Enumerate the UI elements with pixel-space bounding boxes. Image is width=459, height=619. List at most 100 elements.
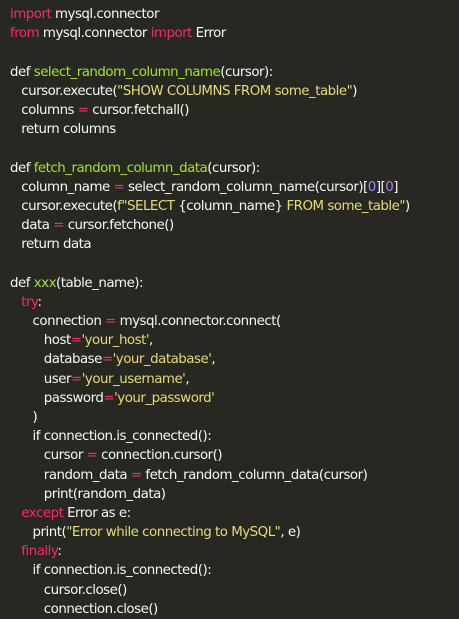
code-token: data bbox=[10, 218, 54, 234]
code-token: connection.cursor() bbox=[97, 448, 223, 464]
code-token: columns bbox=[10, 102, 78, 118]
code-token: , bbox=[149, 333, 153, 349]
code-token: , e) bbox=[280, 525, 301, 541]
string-token: "SHOW COLUMNS FROM some_table" bbox=[117, 83, 353, 99]
function-name-token: xxx bbox=[33, 275, 57, 291]
code-line: connection.close() bbox=[10, 600, 459, 619]
code-token: cursor.close() bbox=[10, 582, 128, 598]
string-token: 'your_database' bbox=[112, 352, 212, 368]
string-token: 'your_host' bbox=[81, 333, 150, 349]
operator-token: = bbox=[103, 390, 115, 406]
code-token: connection.close() bbox=[10, 601, 158, 617]
code-token: (table_name): bbox=[56, 275, 144, 291]
code-token: select_random_column_name(cursor)[ bbox=[124, 179, 368, 195]
keyword-token: from bbox=[10, 26, 40, 42]
code-line: host='your_host', bbox=[10, 331, 459, 350]
keyword-token: import bbox=[10, 7, 52, 22]
code-token: return data bbox=[10, 237, 92, 253]
code-token: ) bbox=[10, 409, 38, 425]
code-token: random_data bbox=[10, 467, 131, 483]
code-token: cursor.fetchall() bbox=[88, 102, 189, 118]
code-line: ) bbox=[10, 408, 459, 427]
code-line: import mysql.connector bbox=[10, 5, 459, 24]
function-name-token: select_random_column_name bbox=[33, 64, 221, 80]
code-token: cursor.execute( bbox=[10, 198, 118, 214]
keyword-token: except bbox=[21, 505, 64, 521]
code-line: ​ bbox=[10, 43, 459, 62]
code-token: fetch_random_column_data(cursor) bbox=[141, 467, 368, 483]
code-line: columns = cursor.fetchall() bbox=[10, 101, 459, 120]
code-token: print( bbox=[10, 525, 67, 541]
code-line: database='your_database', bbox=[10, 350, 459, 369]
code-token bbox=[10, 295, 21, 310]
keyword-token: try bbox=[21, 294, 38, 310]
code-line: try: bbox=[10, 293, 459, 312]
keyword-token: finally bbox=[21, 544, 58, 560]
code-token: mysql.connector.connect( bbox=[115, 314, 282, 329]
code-token: (cursor): bbox=[220, 64, 273, 80]
operator-token: = bbox=[130, 467, 142, 483]
code-line: random_data = fetch_random_column_data(c… bbox=[10, 466, 459, 485]
code-line: cursor.close() bbox=[10, 581, 459, 600]
code-token bbox=[10, 544, 21, 559]
code-line: except Error as e: bbox=[10, 504, 459, 523]
operator-token: = bbox=[105, 314, 116, 329]
operator-token: = bbox=[53, 218, 64, 234]
keyword-token: import bbox=[150, 26, 193, 42]
code-token: return columns bbox=[10, 122, 116, 138]
operator-token: = bbox=[101, 352, 113, 368]
code-token: connection bbox=[10, 314, 106, 329]
number-token: 0 bbox=[385, 179, 394, 195]
code-token: database bbox=[10, 352, 103, 368]
code-line: if connection.is_connected(): bbox=[10, 561, 459, 580]
code-token: Error as e: bbox=[63, 505, 131, 521]
code-token: password bbox=[10, 390, 104, 406]
code-line: password='your_password' bbox=[10, 389, 459, 408]
operator-token: = bbox=[70, 333, 82, 349]
code-line: column_name = select_random_column_name(… bbox=[10, 178, 459, 197]
code-line: cursor.execute("SHOW COLUMNS FROM some_t… bbox=[10, 82, 459, 101]
string-token: f"SELECT bbox=[117, 198, 179, 214]
code-token: cursor bbox=[10, 448, 87, 464]
code-token: ) bbox=[352, 83, 358, 99]
code-line: if connection.is_connected(): bbox=[10, 427, 459, 446]
code-token: ][ bbox=[375, 179, 386, 195]
code-token: mysql.connector bbox=[51, 7, 160, 22]
code-token: def bbox=[10, 275, 34, 291]
code-token: , bbox=[185, 371, 190, 387]
string-token: FROM some_table" bbox=[282, 198, 406, 214]
string-token: 'your_password' bbox=[114, 390, 215, 406]
string-token: 'your_username' bbox=[81, 371, 186, 387]
code-token: user bbox=[10, 371, 72, 387]
code-token: (cursor): bbox=[207, 160, 260, 176]
code-token bbox=[10, 506, 21, 521]
code-line: finally: bbox=[10, 542, 459, 561]
operator-token: = bbox=[113, 179, 125, 195]
code-token: : bbox=[37, 294, 43, 310]
code-token: ] bbox=[393, 179, 399, 195]
operator-token: = bbox=[77, 102, 89, 118]
code-line: def xxx(table_name): bbox=[10, 274, 459, 293]
code-token: mysql.connector bbox=[39, 26, 151, 42]
code-token: if connection.is_connected(): bbox=[10, 429, 212, 445]
code-line: return columns bbox=[10, 120, 459, 139]
operator-token: = bbox=[71, 371, 82, 387]
code-line: print(random_data) bbox=[10, 485, 459, 504]
code-token: ) bbox=[405, 198, 410, 214]
number-token: 0 bbox=[367, 179, 377, 195]
code-line: data = cursor.fetchone() bbox=[10, 216, 459, 235]
code-line: def select_random_column_name(cursor): bbox=[10, 63, 459, 82]
code-line: cursor = connection.cursor() bbox=[10, 446, 459, 465]
function-name-token: fetch_random_column_data bbox=[33, 160, 208, 176]
code-line: ​ bbox=[10, 254, 459, 273]
code-line: user='your_username', bbox=[10, 370, 459, 389]
string-token: "Error while connecting to MySQL" bbox=[66, 525, 281, 541]
code-line: def fetch_random_column_data(cursor): bbox=[10, 159, 459, 178]
code-token: def bbox=[10, 160, 34, 176]
operator-token: = bbox=[86, 448, 98, 464]
code-token: def bbox=[10, 64, 34, 80]
code-token: host bbox=[10, 333, 71, 349]
code-line: ​ bbox=[10, 139, 459, 158]
code-token: cursor.fetchone() bbox=[63, 218, 174, 234]
